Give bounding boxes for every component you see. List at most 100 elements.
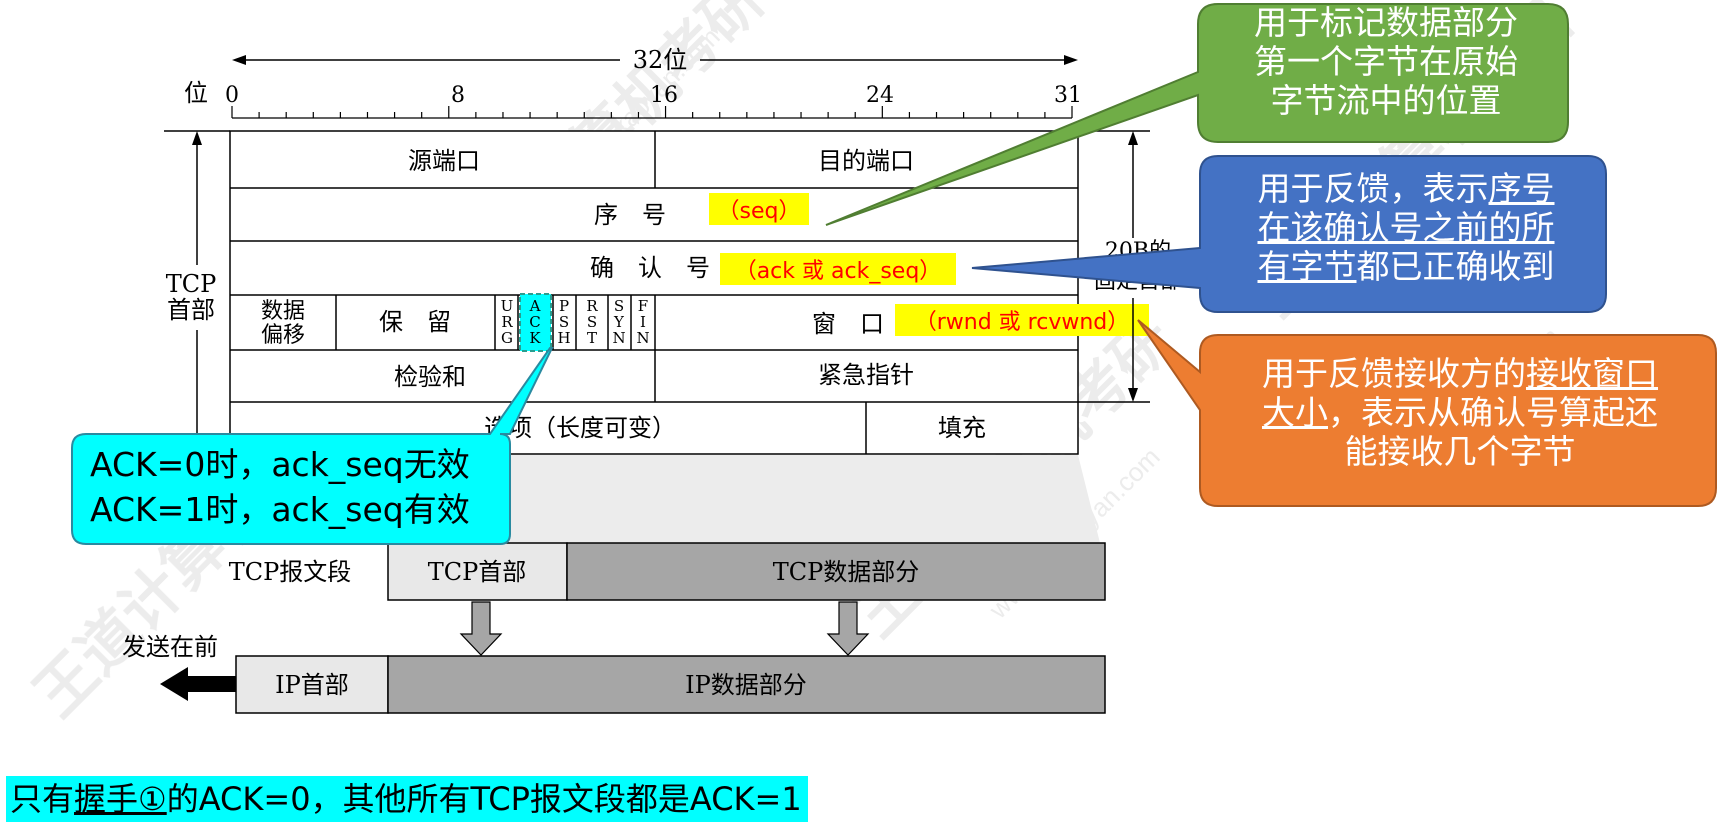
field-checksum: 检验和 xyxy=(394,363,466,391)
flag-char: U xyxy=(501,297,514,315)
bit-tick-16: 16 xyxy=(650,83,678,108)
field-src-port: 源端口 xyxy=(408,147,480,175)
field-reserved: 保 留 xyxy=(379,308,451,336)
flag-rst: R S T xyxy=(586,297,598,347)
bottom-note: 只有握手①的ACK=0，其他所有TCP报文段都是ACK=1 xyxy=(6,776,808,822)
green-callout-text: 用于标记数据部分 第一个字节在原始 字节流中的位置 xyxy=(1205,3,1567,121)
blue-callout xyxy=(971,155,1607,313)
tcp-header-label-line2: 首部 xyxy=(167,296,215,324)
field-ack-tag: （ack 或 ack_seq） xyxy=(735,259,942,284)
bottom-note-plain: 的ACK=0，其他所有TCP报文段都是ACK=1 xyxy=(166,780,802,818)
field-data-offset-line1: 数据 xyxy=(261,299,305,324)
flag-char: S xyxy=(559,313,569,331)
green-callout xyxy=(825,3,1569,226)
field-seq: 序 号 xyxy=(594,201,666,229)
ip-header-box xyxy=(235,655,389,714)
seq-tag-highlight xyxy=(709,193,809,225)
orange-callout-line: 大小，表示从确认号算起还 xyxy=(1225,392,1695,433)
flag-char: R xyxy=(501,313,513,331)
orange-callout xyxy=(1137,319,1717,507)
blue-callout-plain: 用于反馈，表示 xyxy=(1257,169,1489,208)
flag-ack: A C K xyxy=(529,297,542,347)
blue-callout-underlined: 有字节 xyxy=(1257,246,1357,286)
cyan-callout-text: ACK=0时，ack_seq无效 ACK=1时，ack_seq有效 xyxy=(90,443,510,532)
send-first-label: 发送在前 xyxy=(122,633,218,661)
field-window-tag: （rwnd 或 rcvwnd） xyxy=(915,310,1130,335)
flag-char: C xyxy=(529,313,540,331)
down-arrow-data xyxy=(826,601,870,656)
segment-data-box xyxy=(566,542,1106,601)
flag-char: A xyxy=(529,297,541,315)
field-padding: 填充 xyxy=(938,414,986,442)
bottom-note-plain: 只有 xyxy=(10,780,75,818)
field-urgent-pointer: 紧急指针 xyxy=(818,361,914,389)
width-arrow xyxy=(232,55,1078,65)
flag-char: N xyxy=(636,329,649,347)
blue-callout-line: 在该确认号之前的所 xyxy=(1220,207,1592,248)
flag-char: N xyxy=(612,329,625,347)
flag-char: H xyxy=(557,329,570,347)
field-seq-tag: （seq） xyxy=(718,199,801,224)
ack-flag-highlight xyxy=(519,293,552,352)
flag-psh: P S H xyxy=(557,297,570,347)
ip-data-label: IP数据部分 xyxy=(685,671,807,699)
green-callout-line: 字节流中的位置 xyxy=(1270,80,1502,120)
orange-callout-plain: 用于反馈接收方的 xyxy=(1262,354,1526,393)
ip-data-box xyxy=(387,655,1106,714)
flag-char: K xyxy=(529,329,541,347)
flag-char: S xyxy=(614,297,624,315)
bit-tick-31: 31 xyxy=(1054,83,1082,108)
down-arrow-header xyxy=(459,601,503,656)
field-ack-num: 确 认 号 xyxy=(590,254,710,282)
bit-label: 位 xyxy=(184,79,208,107)
bottom-note-underlined: 握手① xyxy=(74,780,167,818)
flag-char: P xyxy=(559,297,569,315)
orange-callout-line: 用于反馈接收方的接收窗口 xyxy=(1225,354,1695,394)
blue-callout-line: 用于反馈，表示序号 xyxy=(1220,169,1592,209)
flag-char: G xyxy=(501,329,513,347)
bit-tick-8: 8 xyxy=(451,83,465,108)
send-first-arrow xyxy=(160,667,236,701)
width-label: 32位 xyxy=(633,46,688,74)
segment-label: TCP报文段 xyxy=(229,558,352,586)
flag-char: T xyxy=(587,329,597,347)
orange-callout-underlined: 接收窗口 xyxy=(1526,354,1658,393)
field-data-offset-line2: 偏移 xyxy=(261,323,305,348)
blue-callout-underlined: 序号 xyxy=(1488,169,1555,208)
flag-fin: F I N xyxy=(636,297,649,347)
blue-callout-line: 有字节都已正确收到 xyxy=(1220,246,1592,287)
bit-tick-24: 24 xyxy=(866,83,894,108)
orange-callout-line: 能接收几个字节 xyxy=(1344,431,1576,471)
blue-callout-underlined: 在该确认号之前的所 xyxy=(1257,207,1555,247)
green-callout-line: 第一个字节在原始 xyxy=(1254,41,1518,81)
ack-tag-highlight xyxy=(720,253,956,285)
orange-callout-text: 用于反馈接收方的接收窗口 大小，表示从确认号算起还 能接收几个字节 xyxy=(1225,354,1695,472)
segment-header-label: TCP首部 xyxy=(428,558,527,586)
field-window: 窗 口 xyxy=(812,310,884,338)
cyan-callout xyxy=(71,347,554,545)
orange-callout-underlined: 大小 xyxy=(1262,392,1328,432)
tcp-header-label-line1: TCP xyxy=(166,270,217,298)
cyan-callout-line: ACK=1时，ack_seq有效 xyxy=(90,489,470,529)
flag-char: S xyxy=(587,313,597,331)
bit-tick-0: 0 xyxy=(225,83,239,108)
orange-callout-plain: ，表示从确认号算起还 xyxy=(1328,392,1658,432)
bit-ruler xyxy=(231,106,1073,119)
header-table xyxy=(229,130,1079,455)
flag-syn: S Y N xyxy=(612,297,625,347)
cyan-callout-line: ACK=0时，ack_seq无效 xyxy=(90,445,470,484)
window-tag-highlight xyxy=(895,304,1149,336)
flag-char: I xyxy=(640,313,646,331)
segment-data-label: TCP数据部分 xyxy=(773,558,920,586)
blue-callout-text: 用于反馈，表示序号 在该确认号之前的所 有字节都已正确收到 xyxy=(1220,169,1592,287)
blue-callout-plain: 都已正确收到 xyxy=(1356,246,1555,286)
field-dst-port: 目的端口 xyxy=(818,147,914,175)
flag-char: Y xyxy=(613,313,625,331)
flag-urg: U R G xyxy=(501,297,514,347)
tcp-header-bracket xyxy=(164,130,230,448)
green-callout-line: 用于标记数据部分 xyxy=(1254,3,1518,42)
flag-char: F xyxy=(638,297,648,315)
ip-header-label: IP首部 xyxy=(275,671,349,699)
flag-char: R xyxy=(586,297,598,315)
